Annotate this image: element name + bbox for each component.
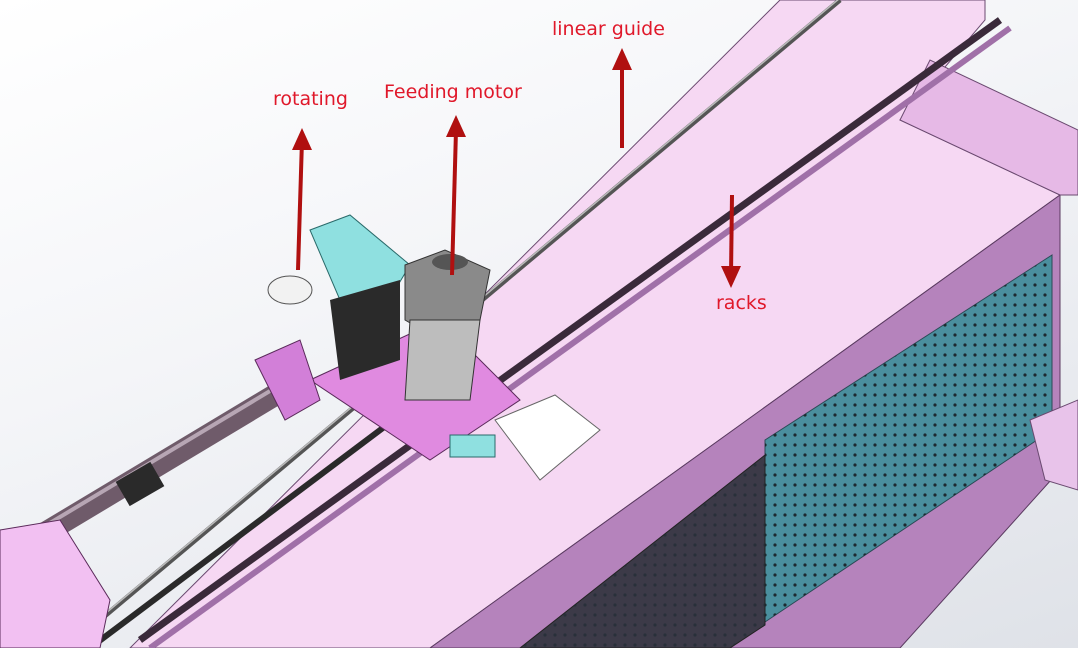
sensor-box <box>494 394 601 481</box>
arrow-racks <box>729 194 734 276</box>
arrow-feeding-motor <box>450 129 458 276</box>
label-racks: racks <box>716 292 767 314</box>
rack-right <box>137 17 1003 643</box>
label-linear-guide: linear guide <box>552 18 665 40</box>
label-feeding-motor: Feeding motor <box>384 81 522 103</box>
annotation-arrows <box>292 48 741 288</box>
label-rotating: rotating <box>273 88 348 110</box>
gearbox <box>330 280 400 380</box>
rotating-motor <box>267 275 313 305</box>
arrow-rotating <box>296 139 304 271</box>
support-leg <box>1029 399 1078 491</box>
bearing-housing <box>254 339 321 421</box>
rotating-motor-housing <box>309 214 411 301</box>
left-fixture <box>0 519 111 648</box>
